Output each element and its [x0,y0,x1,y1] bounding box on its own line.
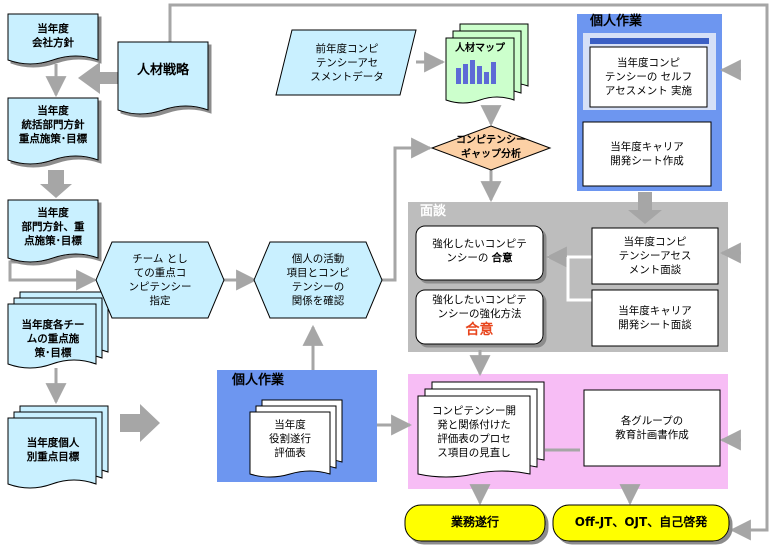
education-plan-box: 各グループの 教育計画書作成 [615,415,689,441]
company-policy-doc: 当年度 会社方針 [32,23,74,49]
career-interview-box: 当年度キャリア 開発シート面談 [618,305,692,331]
self-assessment-box: 当年度コンピ テンシーの セルフ アセスメント 実施 [604,57,693,97]
agree-method-emphasis: 合意 [465,322,494,338]
agree-competency-box: 強化したいコンピテ ンシーの 合意 [416,237,543,265]
business-execution-terminal: 業務遂行 [450,515,499,529]
role-evaluation-sheet: 当年度 役割遂行 評価表 [269,419,311,459]
interview-title: 面談 [420,204,447,219]
individual-goals-doc: 当年度個人 別重点目標 [26,437,80,463]
activity-link-check-step: 個人の活動 項目とコンピ テンシーの 関係を確認 [286,253,350,307]
hr-strategy-doc: 人材戦略 [136,63,189,78]
prev-assessment-data: 前年度コンピ テンシーアセ スメントデータ [310,43,384,83]
agree-competency-text: 強化したいコンピテ ンシーの [432,238,527,264]
agree-method-box: 強化したいコンピテ ンシーの強化方法合意 [416,293,543,339]
dept-policy-doc: 当年度 部門方針、重 点施策･目標 [21,207,85,247]
agree-method-text: 強化したいコンピテ ンシーの強化方法 [432,294,527,320]
gap-analysis-decision: コンピテンシー ギャップ分析 [456,135,526,160]
assessment-interview-box: 当年度コンピ テンシーアセス メント面談 [618,236,692,276]
talent-map-doc: 人材マップ [455,43,505,54]
training-terminal: Off-JT、OJT、自己啓発 [574,515,708,529]
process-review-doc: コンピテンシー開 発と関係付けた 評価表のプロセ ス項目の見直し [432,405,516,459]
agree-competency-emphasis: 合意 [491,252,513,264]
career-sheet-box: 当年度キャリア 開発シート作成 [610,141,684,167]
personal-work-bottom-title: 個人作業 [232,373,285,388]
division-policy-doc: 当年度 統括部門方針 重点施策･目標 [18,105,88,145]
team-goals-doc: 当年度各チー ムの重点施 策･目標 [21,319,85,359]
personal-work-top-title: 個人作業 [590,14,643,29]
team-competency-step: チーム とし ての重点コ ンピテンシー 指定 [128,253,192,307]
